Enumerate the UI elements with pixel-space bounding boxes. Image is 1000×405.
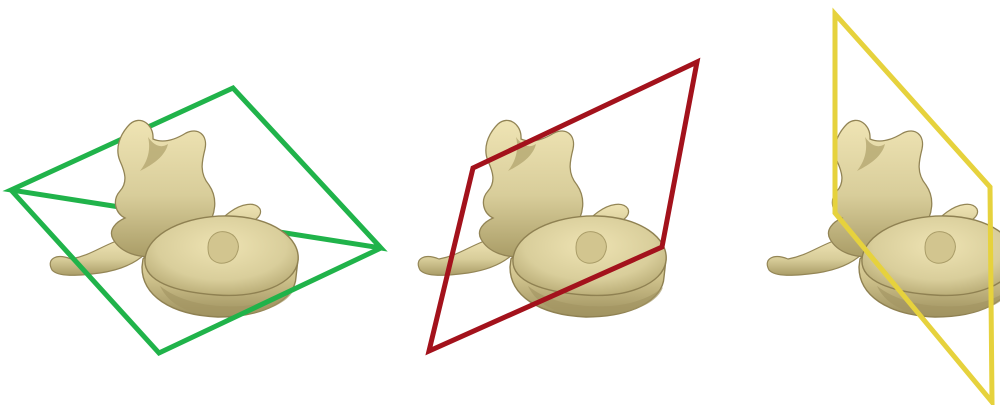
vertebra-model-sagittal [767, 120, 1000, 317]
vertebra-model-axial [50, 120, 298, 317]
panel-sagittal [767, 14, 1000, 402]
panel-oblique [418, 62, 697, 351]
vertebra-model-oblique [418, 120, 666, 317]
panel-axial [11, 88, 381, 353]
